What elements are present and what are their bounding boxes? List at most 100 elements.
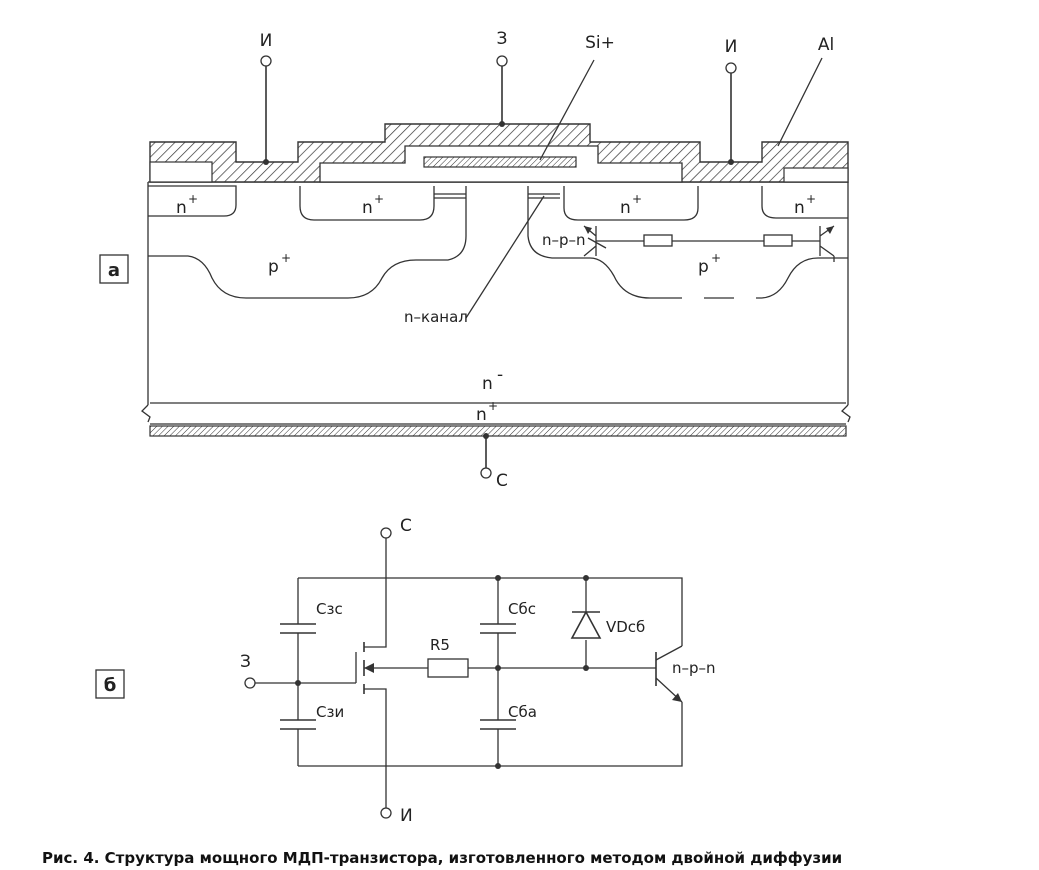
source-left-terminal <box>260 55 272 67</box>
n-plus-label-2: n <box>362 198 373 218</box>
source-left-label: И <box>260 31 273 51</box>
cap-zs-plates <box>280 623 316 634</box>
junction-dot <box>495 763 501 769</box>
parasitic-npn-arrow-left <box>584 226 592 234</box>
panel-a-letter: а <box>108 260 120 281</box>
n-plus-substrate-sup: + <box>488 399 498 413</box>
n-plus-substrate-label: n <box>476 405 487 425</box>
parasitic-resistor-left <box>643 234 673 247</box>
mosfet-source-wire <box>364 688 387 808</box>
npn-emitter-arrow <box>672 693 682 702</box>
mosfet-drain-wire <box>364 538 387 648</box>
diode-label: VDcб <box>606 618 645 636</box>
si-leader-line <box>539 59 595 161</box>
junction-dot <box>295 680 301 686</box>
npn-label: n–p–n <box>542 231 586 249</box>
si-label: Si+ <box>585 33 615 53</box>
drain-metal <box>149 425 847 437</box>
polysilicon-gate <box>423 156 577 168</box>
substrate-break-lines <box>141 402 851 425</box>
channel-marker-right <box>528 193 560 199</box>
panel-a-cross-section: а И З Si+ И Al n + n + n + n + p + p + n… <box>99 29 851 491</box>
source-right-terminal <box>725 62 737 74</box>
n-plus-label-1: n <box>176 198 187 218</box>
junction-dot <box>583 665 589 671</box>
p-plus-sup-right: + <box>711 251 721 265</box>
n-plus-sup-3: + <box>632 192 642 206</box>
drain-terminal <box>480 467 492 479</box>
channel-marker-left <box>434 193 466 199</box>
n-minus-sup: - <box>497 365 503 385</box>
cap-ba-gap <box>490 720 506 729</box>
source-right-label: И <box>725 37 738 57</box>
bottom-rail <box>298 702 683 767</box>
n-plus-region-1 <box>148 185 237 217</box>
cap-zs-gap <box>290 624 306 633</box>
gate-contact-dot <box>499 121 505 127</box>
cap-ba-plates <box>480 719 516 730</box>
p-plus-region-right-end <box>759 257 848 299</box>
source-terminal-b <box>380 807 392 819</box>
source-label-b: И <box>400 806 413 826</box>
diode-symbol <box>570 610 602 639</box>
figure-caption: Рис. 4. Структура мощного МДП-транзистор… <box>42 849 843 867</box>
source-right-contact-dot <box>728 159 734 165</box>
cap-zi-plates <box>280 719 316 730</box>
channel-leader-line <box>465 195 545 319</box>
drain-contact-dot <box>483 433 489 439</box>
n-plus-region-2 <box>299 186 435 221</box>
cap-zs-label: Сзс <box>316 600 343 618</box>
n-plus-sup-4: + <box>806 192 816 206</box>
n-plus-region-3 <box>563 186 699 221</box>
p-plus-label-right: p <box>698 257 709 277</box>
junction-dot <box>495 575 501 581</box>
gate-terminal-b <box>244 677 256 689</box>
gate-label-b: З <box>240 652 251 672</box>
panel-b-equivalent-circuit: б С З И Сзс Сзи R5 Сбс Сба VDcб n–p–n <box>95 516 716 826</box>
n-minus-label: n <box>482 374 493 394</box>
p-plus-label-left: p <box>268 257 279 277</box>
metal-step-left <box>149 161 213 183</box>
drain-terminal-b <box>380 527 392 539</box>
n-plus-region-4 <box>761 186 848 219</box>
npn-collector <box>655 645 683 661</box>
junction-dot <box>583 575 589 581</box>
parasitic-npn-arrow-right <box>826 226 834 234</box>
gate-wire <box>255 652 357 684</box>
npn-label-b: n–p–n <box>672 659 716 677</box>
cap-zi-label: Сзи <box>316 703 344 721</box>
panel-a-letter-box <box>99 254 129 284</box>
p-plus-region-right <box>527 186 652 299</box>
p-plus-sup-left: + <box>281 251 291 265</box>
n-plus-sup-1: + <box>188 192 198 206</box>
source-left-contact-dot <box>263 159 269 165</box>
n-plus-label-4: n <box>794 198 805 218</box>
gate-terminal <box>496 55 508 67</box>
junction-dot <box>495 665 501 671</box>
resistor-label: R5 <box>430 636 450 654</box>
resistor-r5 <box>427 658 469 678</box>
gate-label: З <box>497 29 508 49</box>
metal-step-right <box>783 167 849 183</box>
channel-label: n–канал <box>404 308 468 326</box>
cap-bs-label: Сбс <box>508 600 536 618</box>
parasitic-npn-symbol-right <box>792 225 835 262</box>
cap-bs-gap <box>490 624 506 633</box>
al-label: Al <box>818 35 834 55</box>
p-plus-region-left <box>148 186 467 299</box>
panel-b-letter-box <box>95 669 125 699</box>
drain-label: С <box>496 471 508 491</box>
mosfet-body-arrow <box>364 663 374 673</box>
drain-label-b: С <box>400 516 412 536</box>
npn-leader-line <box>587 237 607 249</box>
n-plus-sup-2: + <box>374 192 384 206</box>
n-plus-label-3: n <box>620 198 631 218</box>
cap-ba-label: Сба <box>508 703 537 721</box>
parasitic-resistor-right <box>763 234 793 247</box>
panel-b-letter: б <box>104 675 117 696</box>
cap-zi-gap <box>290 720 306 729</box>
al-leader-line <box>777 57 823 147</box>
cap-bs-plates <box>480 623 516 634</box>
top-rail <box>298 577 683 646</box>
